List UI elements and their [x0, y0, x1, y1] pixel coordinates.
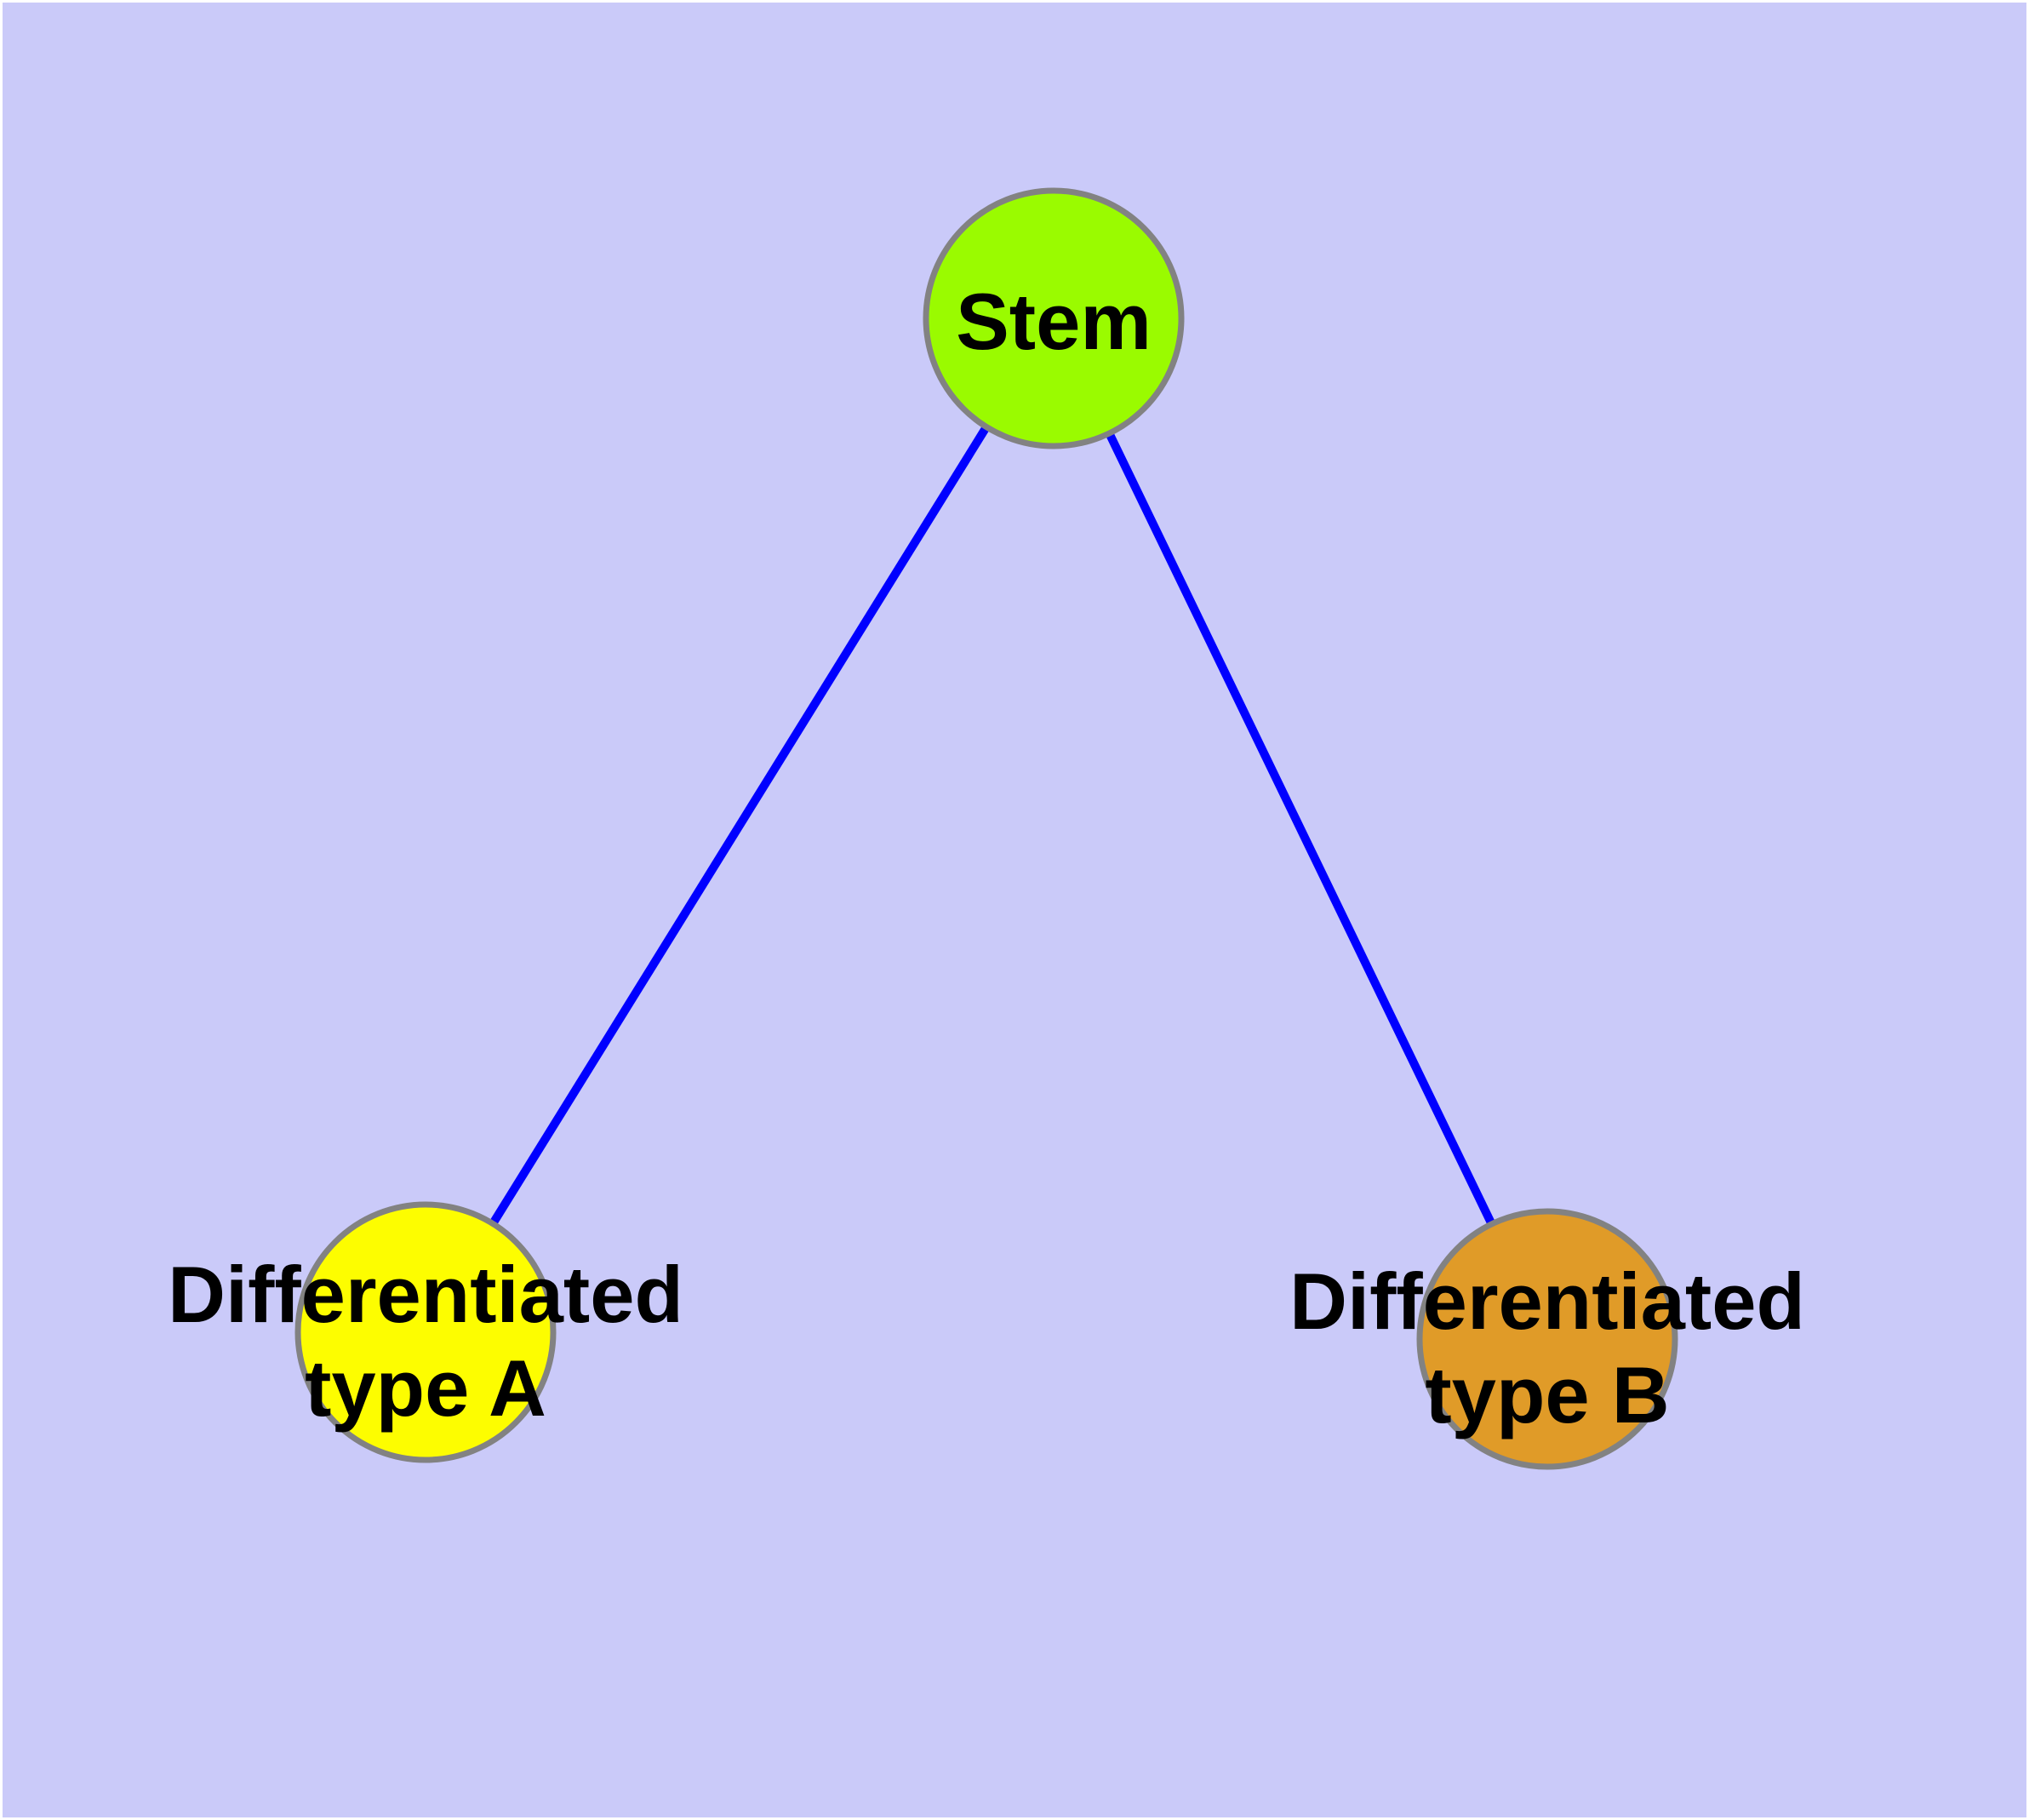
node-type-a-label-line1: Differentiated — [168, 1250, 683, 1339]
edge-stem-to-type-b — [1049, 316, 1552, 1342]
node-stem-label: Stem — [956, 277, 1152, 366]
node-differentiated-type-a — [294, 1201, 557, 1463]
node-stem — [923, 187, 1185, 449]
edge-stem-to-type-a — [421, 316, 1058, 1335]
node-type-a-label-line2: type A — [305, 1343, 546, 1433]
node-type-b-label-line2: type B — [1425, 1350, 1669, 1439]
node-type-b-label-line1: Differentiated — [1289, 1256, 1805, 1346]
node-differentiated-type-b — [1416, 1208, 1678, 1470]
